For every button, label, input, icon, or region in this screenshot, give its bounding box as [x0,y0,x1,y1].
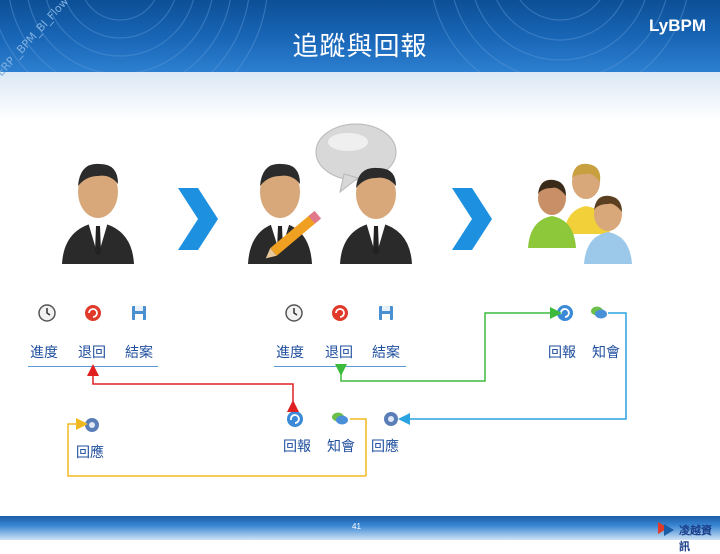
chevron-right-icon [452,188,492,250]
header-fade [0,72,720,120]
chat-icon[interactable] [590,304,608,322]
speaking-manager-icon [340,167,412,264]
yellow-connector [67,419,367,477]
progress-label[interactable]: 進度 [30,345,58,361]
single-manager-icon [62,163,134,264]
reply-icon[interactable] [286,410,304,428]
page-title: 追蹤與回報 [292,32,428,62]
brand-label: LyBPM [649,16,706,35]
green-connector [335,307,562,382]
header-banner: 追蹤與回報 LyBPM [0,0,720,72]
clock-icon[interactable] [285,304,303,322]
refresh-icon[interactable] [84,304,102,322]
close-case-label[interactable]: 結案 [125,345,153,361]
notify-label[interactable]: 知會 [327,439,355,455]
connector-lines [67,307,627,477]
respond-label[interactable]: 回應 [76,445,104,461]
report-label[interactable]: 回報 [283,439,311,455]
respond-label[interactable]: 回應 [371,439,399,455]
blue-connector [398,312,627,425]
company-name: 凌越資訊 [679,524,712,553]
clock-icon[interactable] [38,304,56,322]
progress-label[interactable]: 進度 [276,345,304,361]
page-number: 41 [352,522,361,531]
chat-icon[interactable] [331,410,349,428]
save-icon[interactable] [130,304,148,322]
chevron-right-icon [178,188,218,250]
return-label[interactable]: 退回 [78,345,106,361]
maze-pattern [0,0,688,72]
red-connector [87,364,299,412]
notify-label[interactable]: 知會 [592,345,620,361]
speech-bubble-icon [315,123,397,194]
footer-bar [0,516,720,540]
team-icon [528,163,632,264]
company-logo-icon [658,522,674,536]
gear-icon[interactable] [382,410,400,428]
editor-manager-icon [248,163,322,264]
